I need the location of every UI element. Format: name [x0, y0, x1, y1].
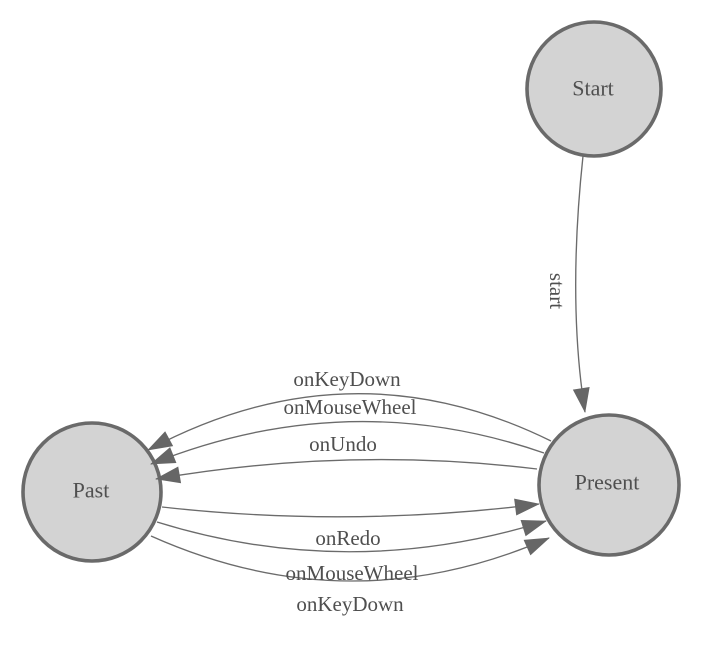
edge-start-to-present — [572, 155, 590, 413]
edge-label-onredo: onRedo — [315, 526, 380, 550]
node-present-label: Present — [575, 470, 640, 495]
edge-label-onmousewheel-top: onMouseWheel — [284, 395, 417, 419]
edge-present-to-past-onkeydown — [147, 392, 552, 451]
edge-past-to-present-onkeydown — [150, 535, 550, 582]
node-present: Present — [537, 413, 681, 557]
nodes: Start Past Present — [21, 20, 681, 563]
edge-present-to-past-onundo — [155, 458, 538, 484]
node-start-label: Start — [572, 76, 614, 101]
node-present-circle — [537, 413, 681, 557]
edge-label-onkeydown-bottom: onKeyDown — [296, 592, 404, 616]
node-past-label: Past — [73, 478, 110, 503]
edges — [147, 155, 590, 582]
node-past: Past — [21, 421, 163, 563]
edge-past-to-present-onmousewheel — [156, 520, 547, 553]
node-start: Start — [525, 20, 663, 158]
edge-labels: start onKeyDown onMouseWheel onUndo onRe… — [284, 273, 569, 616]
node-past-circle — [21, 421, 163, 563]
edge-present-to-past-onmousewheel — [150, 420, 545, 465]
edge-label-onmousewheel-bottom: onMouseWheel — [286, 561, 419, 585]
edge-past-to-present-onredo — [161, 498, 540, 518]
edge-label-start: start — [545, 273, 569, 309]
edge-label-onkeydown-top: onKeyDown — [293, 367, 401, 391]
node-start-circle — [525, 20, 663, 158]
edge-label-onundo: onUndo — [309, 432, 377, 456]
